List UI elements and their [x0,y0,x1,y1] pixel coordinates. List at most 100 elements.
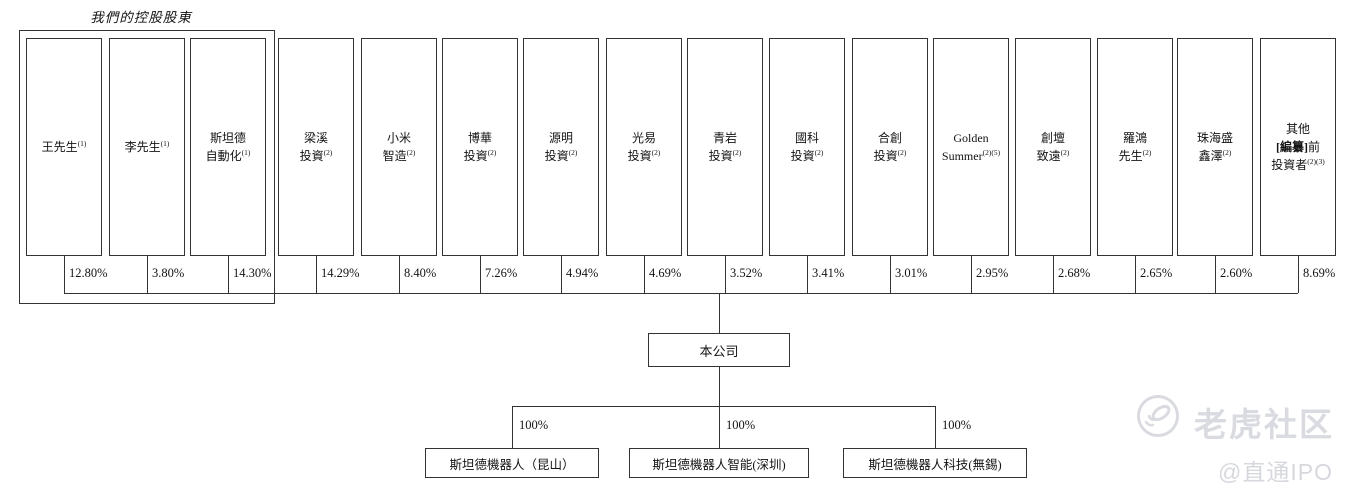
shareholder-box-9: 青岩投資(2) [687,38,763,256]
shareholder-connector [807,256,808,293]
shareholder-box-2: 李先生(1) [109,38,185,256]
footnote-ref: (2) [487,148,497,157]
shareholder-connector [561,256,562,293]
subsidiary-connector [719,407,720,448]
subsidiary-label: 斯坦德機器人智能(深圳) [652,457,786,472]
shareholder-connector [890,256,891,293]
footnote-ref: (2) [897,148,907,157]
shareholding-percentage: 3.01% [895,266,928,280]
subsidiary-box-2: 斯坦德機器人智能(深圳) [629,448,809,478]
subsidiary-box-1: 斯坦德機器人（昆山） [425,448,599,478]
shareholding-percentage: 3.41% [812,266,845,280]
shareholder-label: 光易投資(2) [627,131,661,163]
shareholder-label: 源明投資(2) [544,131,578,163]
footnote-ref: (2) [1060,148,1070,157]
shareholder-box-7: 源明投資(2) [523,38,599,256]
subsidiary-label: 斯坦德機器人（昆山） [449,457,575,472]
subsidiary-box-3: 斯坦德機器人科技(無錫) [843,448,1027,478]
shareholder-connector [480,256,481,293]
shareholder-connector [399,256,400,293]
shareholder-box-3: 斯坦德自動化(1) [190,38,266,256]
shareholder-connector [644,256,645,293]
footnote-ref: (1) [77,139,87,148]
footnote-ref: (1) [241,148,251,157]
connector-bus-to-company [719,294,720,333]
shareholder-label: 羅鴻先生(2) [1118,131,1152,163]
shareholding-percentage: 3.52% [730,266,763,280]
watermark-community-name: 老虎社区 [1194,406,1334,443]
footnote-ref: (2) [651,148,661,157]
shareholder-label: 其他[編纂]前投資者(2)(3) [1271,122,1325,172]
shareholder-label: 博華投資(2) [463,131,497,163]
shareholding-percentage: 12.80% [69,266,108,280]
controlling-shareholders-group-box [19,30,275,304]
footnote-ref: (2) [814,148,824,157]
shareholder-box-6: 博華投資(2) [442,38,518,256]
shareholding-percentage: 14.30% [233,266,272,280]
footnote-ref: (1) [160,139,170,148]
shareholding-percentage: 2.68% [1058,266,1091,280]
shareholder-label: 珠海盛鑫澤(2) [1196,131,1233,163]
subsidiary-connector [512,407,513,448]
tiger-community-logo-icon [1137,395,1179,437]
shareholding-percentage: 4.69% [649,266,682,280]
shareholder-box-4: 梁溪投資(2) [278,38,354,256]
subsidiaries-bus-line [512,406,936,407]
shareholder-connector [64,256,65,293]
shareholder-box-8: 光易投資(2) [606,38,682,256]
shareholding-percentage: 7.26% [485,266,518,280]
footnote-ref: (2)(5) [982,148,1001,157]
shareholding-percentage: 2.65% [1140,266,1173,280]
shareholder-connector [1298,256,1299,293]
shareholder-box-14: 羅鴻先生(2) [1097,38,1173,256]
shareholder-connector [147,256,148,293]
shareholder-connector [1135,256,1136,293]
footnote-ref: (2) [568,148,578,157]
shareholder-label: 青岩投資(2) [708,131,742,163]
shareholder-box-16: 其他[編纂]前投資者(2)(3) [1260,38,1336,256]
shareholding-percentage: 8.69% [1303,266,1336,280]
shareholder-label: 李先生(1) [124,139,170,154]
shareholder-label: 小米智造(2) [382,131,416,163]
shareholder-label: 創壇致遠(2) [1036,131,1070,163]
shareholder-label: 斯坦德自動化(1) [205,131,251,163]
shareholder-label: 合創投資(2) [873,131,907,163]
company-box: 本公司 [648,333,790,367]
shareholding-percentage: 3.80% [152,266,185,280]
ownership-percentage: 100% [942,418,972,432]
shareholder-label: 國科投資(2) [790,131,824,163]
subsidiary-connector [935,407,936,448]
footnote-ref: (2) [732,148,742,157]
shareholder-connector [971,256,972,293]
shareholder-box-15: 珠海盛鑫澤(2) [1177,38,1253,256]
controlling-shareholders-title: 我們的控股股東 [90,10,192,25]
shareholding-percentage: 2.95% [976,266,1009,280]
shareholding-percentage: 14.29% [321,266,360,280]
company-label: 本公司 [699,343,739,359]
subsidiary-label: 斯坦德機器人科技(無錫) [868,457,1002,472]
shareholder-box-1: 王先生(1) [26,38,102,256]
shareholder-connector [725,256,726,293]
ownership-percentage: 100% [519,418,549,432]
shareholding-percentage: 2.60% [1220,266,1253,280]
shareholder-label: 王先生(1) [41,139,87,154]
footnote-ref: (2)(3) [1307,157,1325,166]
shareholder-connector [1215,256,1216,293]
shareholder-box-13: 創壇致遠(2) [1015,38,1091,256]
footnote-ref: (2) [406,148,416,157]
shareholder-box-10: 國科投資(2) [769,38,845,256]
shareholding-percentage: 8.40% [404,266,437,280]
connector-company-to-subsidiaries [719,366,720,406]
shareholder-connector [1053,256,1054,293]
footnote-ref: (2) [1222,148,1232,157]
shareholder-label: 梁溪投資(2) [299,131,333,163]
shareholder-connector [316,256,317,293]
shareholding-percentage: 4.94% [566,266,599,280]
shareholders-bus-line [64,293,1298,294]
shareholder-box-11: 合創投資(2) [852,38,928,256]
ownership-percentage: 100% [726,418,756,432]
watermark-handle: @直通IPO [1218,459,1333,485]
